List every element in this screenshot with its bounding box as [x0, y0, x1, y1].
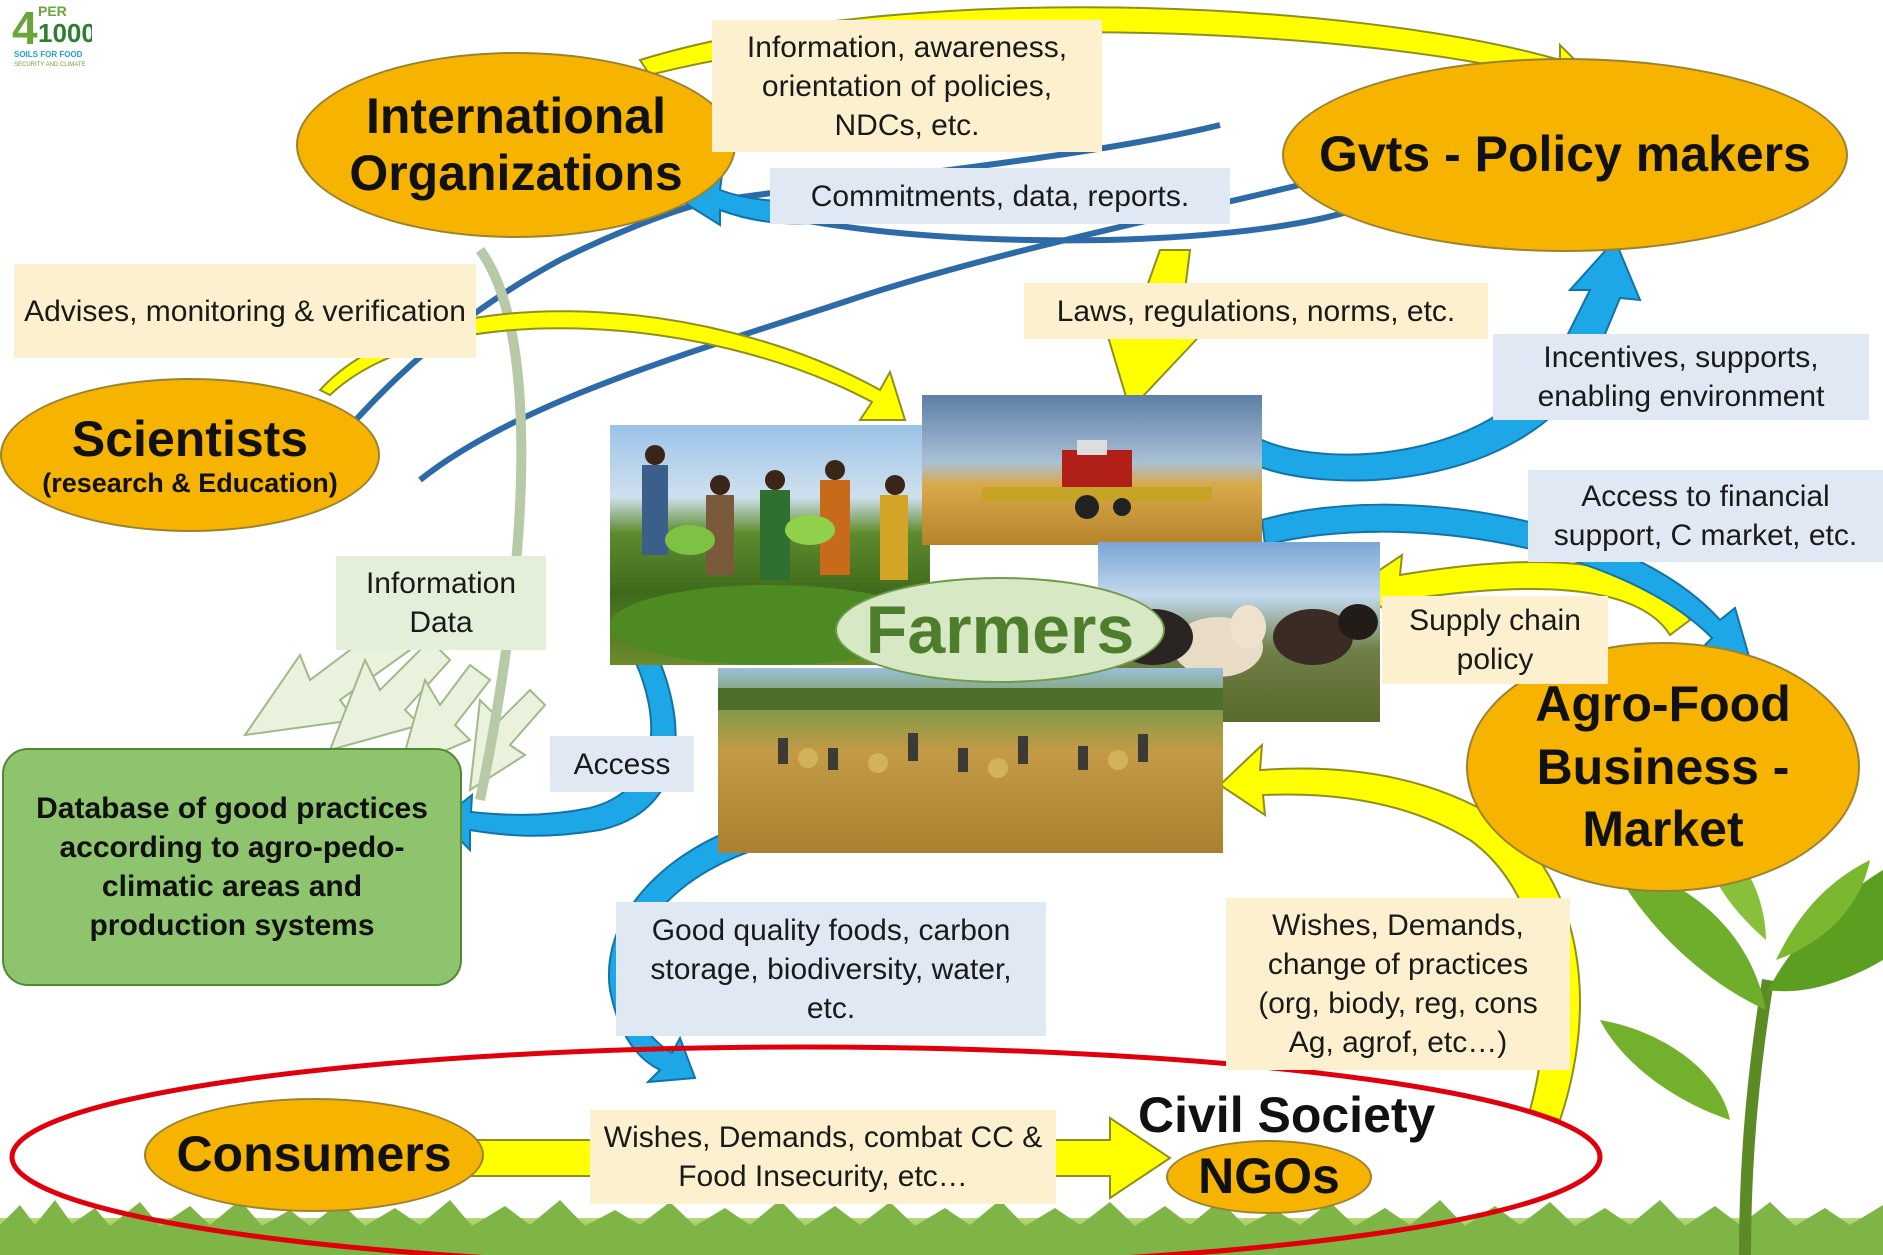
scientists-node: Scientists (research & Education): [0, 378, 380, 532]
scientists-subtitle: (research & Education): [42, 468, 338, 499]
database-label: Database of good practices according to …: [36, 792, 428, 942]
governments-label: Gvts - Policy makers: [1319, 126, 1811, 183]
consumers-label: Consumers: [176, 1126, 452, 1183]
vertical-info-curve: [475, 247, 527, 802]
combine-harvester-photo: [922, 395, 1262, 545]
flow-incentives: Incentives, supports, enabling environme…: [1493, 334, 1869, 420]
flow-incentives-text: Incentives, supports, enabling environme…: [1537, 341, 1825, 413]
society-ellipse: [9, 1044, 1603, 1255]
flow-advises: Advises, monitoring & verification: [14, 264, 476, 358]
international-organizations-node: International Organizations: [296, 52, 736, 238]
consumers-node: Consumers: [144, 1098, 484, 1212]
four-per-thousand-logo: 4 PER 1000 SOILS FOR FOOD SECURITY AND C…: [12, 0, 96, 80]
logo-tagline-1: SOILS FOR FOOD: [14, 50, 83, 59]
flow-wishes-combat-text: Wishes, Demands, combat CC & Food Insecu…: [603, 1121, 1043, 1193]
farmers-node: Farmers: [835, 577, 1165, 683]
governments-policy-makers-node: Gvts - Policy makers: [1282, 58, 1848, 252]
grass-strip: [0, 1200, 1883, 1255]
flow-information-data-text: Information Data: [365, 567, 517, 639]
flow-wishes-practices-text: Wishes, Demands, change of practices (or…: [1258, 909, 1538, 1059]
flow-supply-chain: Supply chain policy: [1382, 596, 1608, 684]
good-practices-database: Database of good practices according to …: [2, 748, 462, 986]
logo-number: 4: [12, 2, 38, 54]
logo-per: PER: [38, 3, 67, 19]
flow-good-quality-text: Good quality foods, carbon storage, biod…: [650, 913, 1012, 1025]
rice-harvest-photo: [718, 668, 1223, 853]
international-organizations-label: International Organizations: [349, 87, 683, 202]
cattle-photo: [1098, 542, 1380, 722]
flow-laws: Laws, regulations, norms, etc.: [1024, 283, 1488, 339]
civil-society-title: Civil Society: [1138, 1087, 1436, 1143]
flow-good-quality: Good quality foods, carbon storage, biod…: [616, 902, 1046, 1036]
flow-commitments-text: Commitments, data, reports.: [810, 179, 1190, 213]
flow-advises-text: Advises, monitoring & verification: [24, 294, 466, 328]
flow-information-awareness: Information, awareness, orientation of p…: [712, 20, 1102, 152]
flow-information-awareness-text: Information, awareness, orientation of p…: [746, 30, 1068, 142]
agro-food-label: Agro-Food Business - Market: [1535, 676, 1791, 858]
flow-wishes-practices: Wishes, Demands, change of practices (or…: [1226, 898, 1570, 1070]
ngos-label: NGOs: [1198, 1148, 1340, 1205]
logo-thousand: 1000: [38, 18, 92, 48]
plant-illustration: [1600, 820, 1883, 1255]
farmers-label: Farmers: [865, 592, 1135, 668]
flow-supply-chain-text: Supply chain policy: [1409, 604, 1581, 676]
flow-access-text: Access: [573, 747, 671, 781]
flow-financial-access-text: Access to financial support, C market, e…: [1553, 480, 1858, 552]
ngos-node: NGOs: [1166, 1140, 1372, 1214]
flow-information-data: Information Data: [336, 556, 546, 650]
flow-access: Access: [550, 736, 694, 792]
scientists-title: Scientists: [71, 410, 309, 467]
flow-financial-access: Access to financial support, C market, e…: [1528, 470, 1883, 562]
flow-laws-text: Laws, regulations, norms, etc.: [1056, 294, 1456, 328]
flow-commitments: Commitments, data, reports.: [770, 168, 1230, 224]
flow-wishes-combat: Wishes, Demands, combat CC & Food Insecu…: [590, 1110, 1056, 1204]
logo-tagline-2: SECURITY AND CLIMATE: [14, 62, 85, 68]
